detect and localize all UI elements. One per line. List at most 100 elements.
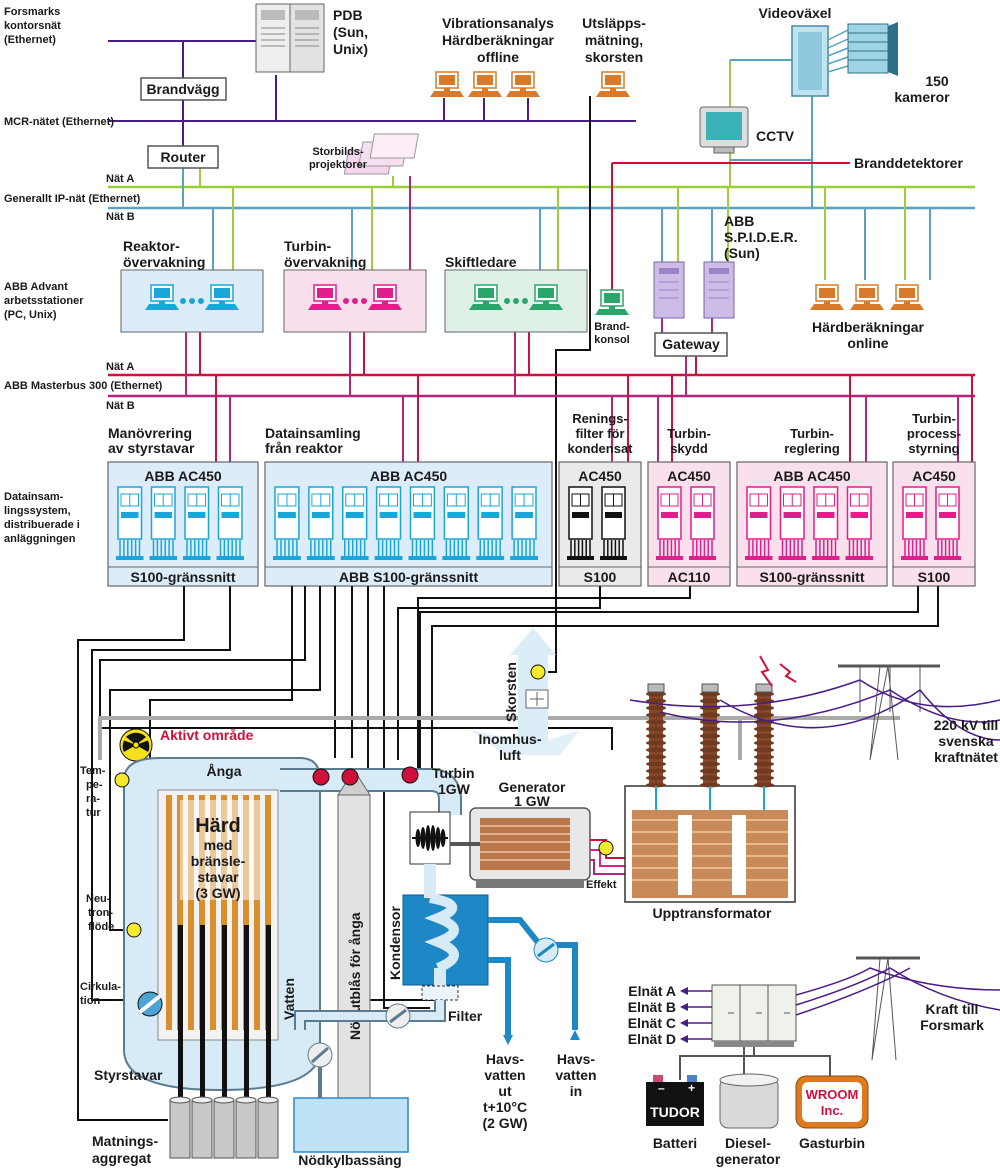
battery-label: Batteri [653,1135,697,1151]
ip-net-label: Generallt IP-nät (Ethernet) [4,193,141,205]
control-rod [244,925,249,1100]
cabinet-model-label: AC450 [912,468,956,484]
fuel-rod [210,795,216,1030]
wroom-logo-2: Inc. [821,1103,843,1118]
fire-console-icon [595,289,629,315]
core-calc-pc-icon [810,284,844,310]
generator-label-1: Generator [499,779,566,795]
cameras-label-1: 150 [925,73,949,89]
workstation-pc-icon [308,284,342,310]
indoor-air-label-2: luft [499,747,521,763]
reactor-ws-label-2: övervakning [123,254,205,270]
grid-label-3: kraftnätet [934,749,998,765]
router-label: Router [160,149,206,165]
dot-icon [352,298,358,304]
transformer-label: Upptransformator [652,905,772,921]
tudor-logo: TUDOR [650,1104,700,1120]
control-rod [266,925,271,1100]
office-net-label-1: Forsmarks [4,6,60,18]
sea-in-label-1: Havs- [557,1051,595,1067]
valve-icons [312,766,419,786]
fuel-rod [166,795,172,1030]
firewall: Brandvägg [140,77,227,101]
cabinet-heading-label: reglering [784,441,840,456]
fuel-rod [243,795,249,1030]
rack-icon [600,486,627,560]
steam-label: Ånga [207,763,242,779]
gas-turbine-icon: WROOM Inc. [795,1075,869,1129]
cabinet-model-label: AC450 [578,468,622,484]
advant-label-2: arbetsstationer [4,295,84,307]
control-rods [169,925,279,1159]
cabinet-footer-label: S100 [584,569,617,585]
forsmark-lines [795,967,1000,1016]
diesel-generator-icon [719,1073,779,1129]
core-label-3: bränsle- [191,853,246,869]
dot-icon [198,298,204,304]
cabinet-heading-label: filter för [575,426,624,441]
power-sensor-icon [598,840,614,856]
camera-icons [827,22,898,76]
generator-label-2: 1 GW [514,793,551,809]
pdb-server-icon [255,3,325,73]
reactor-monitoring-workstations [120,269,264,333]
dot-icon [513,298,519,304]
generator [450,807,591,888]
spider-label-2: S.P.I.D.E.R. [724,229,798,245]
circulation-pump-icon [137,991,163,1017]
arrow-left-icon [680,987,688,995]
spark-icon [759,655,797,687]
sea-out-label-1: Havs- [486,1051,524,1067]
cabinet-heading-label: Turbin- [667,426,711,441]
cabinet-heading-label: styrning [908,441,959,456]
workstation-pc-icon [368,284,402,310]
projector-label-2: projektorer [309,159,368,171]
core-calc-online-label-1: Härdberäkningar [812,319,925,335]
cabinet-heading-label: kondensat [567,441,633,456]
elnat-label: Elnät B [628,999,676,1015]
power-label: Effekt [586,879,617,891]
advant-label-1: ABB Advant [4,281,68,293]
elnat-label: Elnät D [628,1031,676,1047]
turbine-ws-label-2: övervakning [284,254,366,270]
rack-icon [216,486,244,560]
projector-icon [343,133,419,175]
feed-label-2: aggregat [92,1150,151,1166]
cabinet-heading-label: Renings- [572,411,628,426]
cabinet-model-label: ABB AC450 [773,468,850,484]
rack-icon [689,486,716,560]
switchgear-cabinet [711,984,797,1047]
workstation-pc-icon [145,284,179,310]
rack-icon [845,486,873,560]
rack-icon [408,486,437,560]
feed-unit-icon [191,1099,213,1159]
neutron-label-1: Neu- [86,893,111,905]
emission-label-2: mätning, [585,32,643,48]
rack-icon [149,486,177,560]
network-labels: Forsmarks kontorsnät (Ethernet) MCR-näte… [4,6,163,545]
gateway-label: Gateway [662,336,720,352]
fuel-rod [188,795,194,1030]
vibration-label-2: Härdberäkningar [442,32,555,48]
wroom-logo-1: WROOM [806,1087,859,1102]
cabinet-heading-label: Manövrering [108,425,192,441]
core-calc-online-pc-icons [810,284,924,310]
cooling-pool-label: Nödkylbassäng [298,1152,401,1168]
fire-console-label-1: Brand- [594,321,630,333]
advant-label-3: (PC, Unix) [4,309,57,321]
turbine-monitoring-workstations [283,269,427,333]
control-rod [222,925,227,1100]
elnat-label: Elnät A [628,983,676,999]
feed-unit-icon [213,1099,235,1159]
dot-icon [189,298,195,304]
cabinet-model-label: ABB AC450 [144,468,221,484]
condenser-label: Kondensor [387,906,403,980]
sea-out-label-5: (2 GW) [482,1115,527,1131]
vibration-pc-icon [430,71,464,97]
turbine [409,811,451,865]
feed-unit-icon [169,1099,191,1159]
active-area-label: Aktivt område [160,727,254,743]
